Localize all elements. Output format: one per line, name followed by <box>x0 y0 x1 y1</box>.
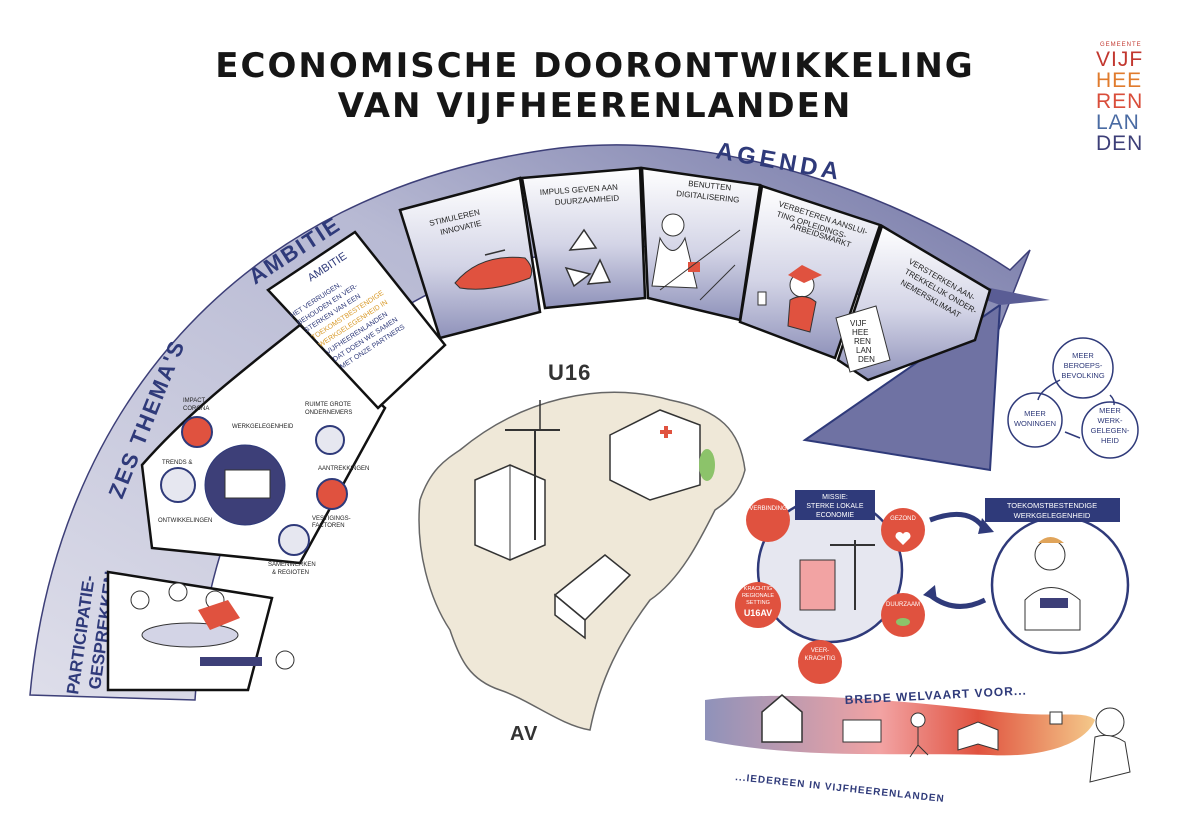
page-title-line1: ECONOMISCHE DOORONTWIKKELING <box>215 46 975 86</box>
agenda-card-2: IMPULS GEVEN AAN DUURZAAMHEID <box>520 166 647 310</box>
sign-line4: LAN <box>856 346 872 355</box>
krachtig-line2: REGIONALE <box>742 593 774 599</box>
factory-building <box>474 400 560 561</box>
veerkrachtig-line1: VEER- <box>811 648 829 654</box>
werkgelegenheid-label: WERKGELEGENHEID <box>232 424 294 430</box>
agenda-card-1: STIMULEREN INNOVATIE <box>398 176 542 340</box>
page-title-line2: VAN VIJFHEERENLANDEN <box>337 86 853 126</box>
krachtig-line3: SETTING <box>746 600 770 606</box>
impact-line1: IMPACT <box>183 398 206 404</box>
gezond-circle <box>881 508 925 552</box>
logo-line2: HEE <box>1096 69 1143 92</box>
samenwerken-line2: & REGIOTEN <box>272 570 309 576</box>
duurzaam-circle <box>881 593 925 637</box>
verbinding-circle <box>746 498 790 542</box>
leaf-icon <box>896 618 910 626</box>
cycle-left-2: WONINGEN <box>1014 419 1056 428</box>
u16-label: U16 <box>548 360 591 385</box>
trends-circle <box>160 467 196 503</box>
logo-gemeente: GEMEENTE <box>1100 42 1142 48</box>
arrow-left <box>928 592 987 609</box>
cycle-right-4: HEID <box>1101 436 1120 445</box>
trends-label: TRENDS & <box>162 460 192 466</box>
toekomst-line1: TOEKOMSTBESTENDIGE <box>1007 501 1097 510</box>
toekomst-label-box <box>985 498 1120 522</box>
missie-label-box <box>795 490 875 520</box>
cycle-top-1: MEER <box>1072 351 1094 360</box>
agenda-card-3: BENUTTEN DIGITALISERING <box>640 166 762 322</box>
missie-line1: MISSIE: <box>822 494 848 501</box>
map: U16 AV <box>418 360 746 745</box>
arrow-right <box>929 511 988 532</box>
krachtig-line1: KRACHTIG <box>744 586 772 592</box>
person-walking-icon <box>910 712 926 728</box>
samenwerken-circle <box>278 524 310 556</box>
krachtig-circle <box>735 582 781 628</box>
logo-line1: VIJF <box>1096 48 1144 71</box>
toekomst-circle <box>990 515 1130 655</box>
municipality-logo: VIJF HEE REN LAN DEN <box>1096 49 1156 154</box>
house-icon <box>761 694 803 743</box>
samenwerken-line1: SAMENWERKEN <box>268 562 316 568</box>
toekomst-line2: WERKGELEGENHEID <box>1014 511 1091 520</box>
av-label: AV <box>510 723 538 745</box>
agenda-card-5: VERSTERKEN AAN- TREKKELIJK ONDER- NEMERS… <box>835 224 992 382</box>
cycle-top-3: BEVOLKING <box>1061 371 1105 380</box>
cup-icon <box>1049 711 1063 725</box>
ontwikkelingen-label: ONTWIKKELINGEN <box>158 518 212 524</box>
aantrekkingen-label: AANTREKKINGEN <box>318 466 369 472</box>
heart-icon <box>895 531 911 545</box>
impact-corona-circle <box>181 416 213 448</box>
logo-line4: LAN <box>1096 111 1140 134</box>
cycle-left-circle <box>1007 392 1063 448</box>
vestiging-line1: VESTIGINGS- <box>312 516 351 522</box>
missie-block: MISSIE: STERKE LOKALE ECONOMIE VERBINDIN… <box>735 490 925 684</box>
toekomst-block: TOEKOMSTBESTENDIGE WERKGELEGENHEID <box>985 498 1130 655</box>
ambitie-card: AMBITIE HET VERRUIGEN, BEHOUDEN EN VER- … <box>266 230 447 410</box>
cycle-left-1: MEER <box>1024 409 1046 418</box>
vestiging-line2: FACTOREN <box>312 523 345 529</box>
truck <box>553 554 632 640</box>
missie-line3: ECONOMIE <box>816 512 854 519</box>
participatie-card <box>106 570 295 692</box>
logo-line5: DEN <box>1096 132 1144 155</box>
sign-line2: HEE <box>852 328 868 337</box>
veerkrachtig-line2: KRACHTIG <box>804 656 835 662</box>
book-icon <box>957 721 999 751</box>
vijfheerenlanden-sign: VIJF HEE REN LAN DEN <box>835 305 891 373</box>
sign-line3: REN <box>854 337 871 346</box>
themas-card: IMPACT CORONA WERKGELEGENHEID TRENDS & O… <box>140 323 387 576</box>
gezond-label: GEZOND <box>890 516 916 522</box>
veerkrachtig-circle <box>798 640 842 684</box>
welvaart-strip: BREDE WELVAART VOOR... ...IEDEREEN IN VI… <box>705 683 1131 805</box>
cycle-right-2: WERK- <box>1098 416 1124 425</box>
cycle-right-3: GELEGEN- <box>1091 426 1130 435</box>
ruimte-circle <box>315 425 345 455</box>
red-car <box>454 256 533 290</box>
duurzaam-label: DUURZAAM <box>886 602 920 608</box>
sign-line1: VIJF <box>850 319 867 328</box>
laptop-icon <box>842 719 882 743</box>
ruimte-line2: ONDERNEMERS <box>305 410 352 416</box>
logo-line3: REN <box>1096 90 1144 113</box>
cycle-diagram: MEER BEROEPS- BEVOLKING MEER WONINGEN ME… <box>1007 337 1139 459</box>
cycle-right-circle <box>1081 401 1139 459</box>
missie-line2: STERKE LOKALE <box>806 503 864 510</box>
verbinding-label: VERBINDING <box>749 506 787 512</box>
welvaart-top: BREDE WELVAART VOOR... <box>844 683 1027 707</box>
cycle-top-circle <box>1052 337 1114 399</box>
u16av-label: U16AV <box>744 608 772 618</box>
aantrekkingen-circle <box>316 478 348 510</box>
cycle-top-2: BEROEPS- <box>1064 361 1103 370</box>
cycle-right-1: MEER <box>1099 406 1121 415</box>
welvaart-bottom: ...IEDEREEN IN VIJFHEERENLANDEN <box>735 772 945 805</box>
ruimte-line1: RUIMTE GROTE <box>305 402 351 408</box>
recycle-icon <box>564 228 612 288</box>
sign-line5: DEN <box>858 355 875 364</box>
hospital <box>609 409 715 501</box>
impact-line2: CORONA <box>183 406 209 412</box>
